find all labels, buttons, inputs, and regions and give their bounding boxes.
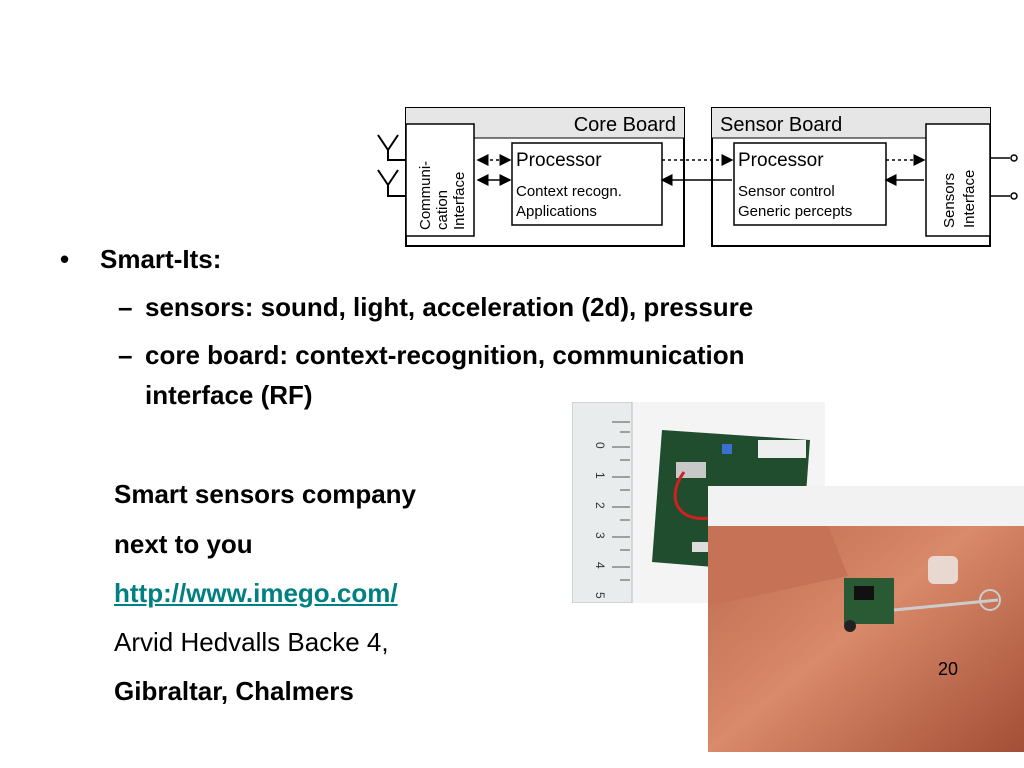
company-line1: Smart sensors company bbox=[114, 479, 417, 509]
company-url-link[interactable]: http://www.imego.com/ bbox=[114, 578, 398, 608]
antenna-icon bbox=[377, 134, 406, 197]
svg-text:0: 0 bbox=[593, 442, 607, 449]
svg-text:3: 3 bbox=[593, 532, 607, 539]
svg-text:2: 2 bbox=[593, 502, 607, 509]
core-board-label: Core Board bbox=[574, 114, 676, 136]
company-line2: next to you bbox=[114, 529, 253, 559]
sensors-interface-label-1: Sensors bbox=[941, 173, 958, 228]
comm-interface-label-2: cation bbox=[434, 190, 451, 230]
core-processor-line1: Context recogn. bbox=[516, 183, 622, 200]
svg-text:4: 4 bbox=[593, 562, 607, 569]
dash-marker: – bbox=[118, 292, 133, 322]
core-processor-box bbox=[511, 142, 663, 226]
core-processor-title: Processor bbox=[516, 150, 602, 171]
bullet-sub1: sensors: sound, light, acceleration (2d)… bbox=[145, 292, 754, 322]
sensors-interface-box bbox=[925, 123, 991, 237]
comm-interface-label-3: Interface bbox=[451, 172, 468, 230]
slide-number: 20 bbox=[938, 659, 959, 679]
bullet-main: Smart-Its: bbox=[100, 244, 222, 274]
comm-interface-box bbox=[405, 123, 475, 237]
sensor-processor-line2: Generic percepts bbox=[738, 203, 852, 220]
sensors-interface-label-2: Interface bbox=[961, 170, 978, 228]
svg-text:1: 1 bbox=[593, 472, 607, 479]
architecture-diagram: Core Board Communi- cation Interface Pro… bbox=[377, 107, 1018, 247]
core-processor-line2: Applications bbox=[516, 203, 597, 220]
company-location: Gibraltar, Chalmers bbox=[114, 676, 354, 706]
sensor-board-label: Sensor Board bbox=[720, 114, 842, 136]
bullet-sub2-line1: core board: context-recognition, communi… bbox=[145, 340, 745, 370]
bullet-marker: • bbox=[60, 244, 70, 274]
bullet-sub2-line2: interface (RF) bbox=[145, 380, 313, 410]
svg-text:5: 5 bbox=[593, 592, 607, 599]
sensor-processor-title: Processor bbox=[738, 150, 824, 171]
comm-interface-label-1: Communi- bbox=[417, 161, 434, 230]
hand-sensor-photo bbox=[708, 486, 1024, 752]
sensor-processor-line1: Sensor control bbox=[738, 183, 835, 200]
company-address: Arvid Hedvalls Backe 4, bbox=[114, 627, 389, 657]
dash-marker: – bbox=[118, 340, 133, 370]
